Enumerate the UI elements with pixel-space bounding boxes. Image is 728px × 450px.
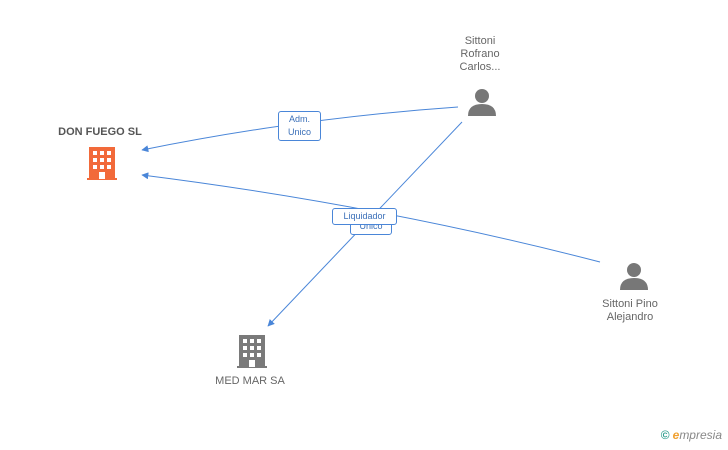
node-label-sittoni-pino[interactable]: Sittoni Pino Alejandro [602, 298, 658, 323]
node-label-don-fuego[interactable]: DON FUEGO SL [58, 126, 142, 138]
brand-footer: ©empresia [661, 428, 722, 442]
person-icon[interactable] [468, 89, 496, 116]
edge-label-adm-unico: Adm. Unico [278, 111, 321, 141]
brand-logo-text: mpresia [679, 428, 722, 442]
edge-label-liquidador: Liquidador [332, 208, 397, 225]
person-icon[interactable] [620, 263, 648, 290]
copyright-icon: © [660, 428, 670, 442]
building-icon[interactable] [87, 147, 117, 180]
building-icon[interactable] [237, 335, 267, 368]
node-label-sittoni-rofrano[interactable]: Sittoni Rofrano Carlos... [459, 35, 501, 73]
brand-logo-initial: e [672, 428, 680, 442]
node-label-med-mar[interactable]: MED MAR SA [215, 375, 285, 387]
